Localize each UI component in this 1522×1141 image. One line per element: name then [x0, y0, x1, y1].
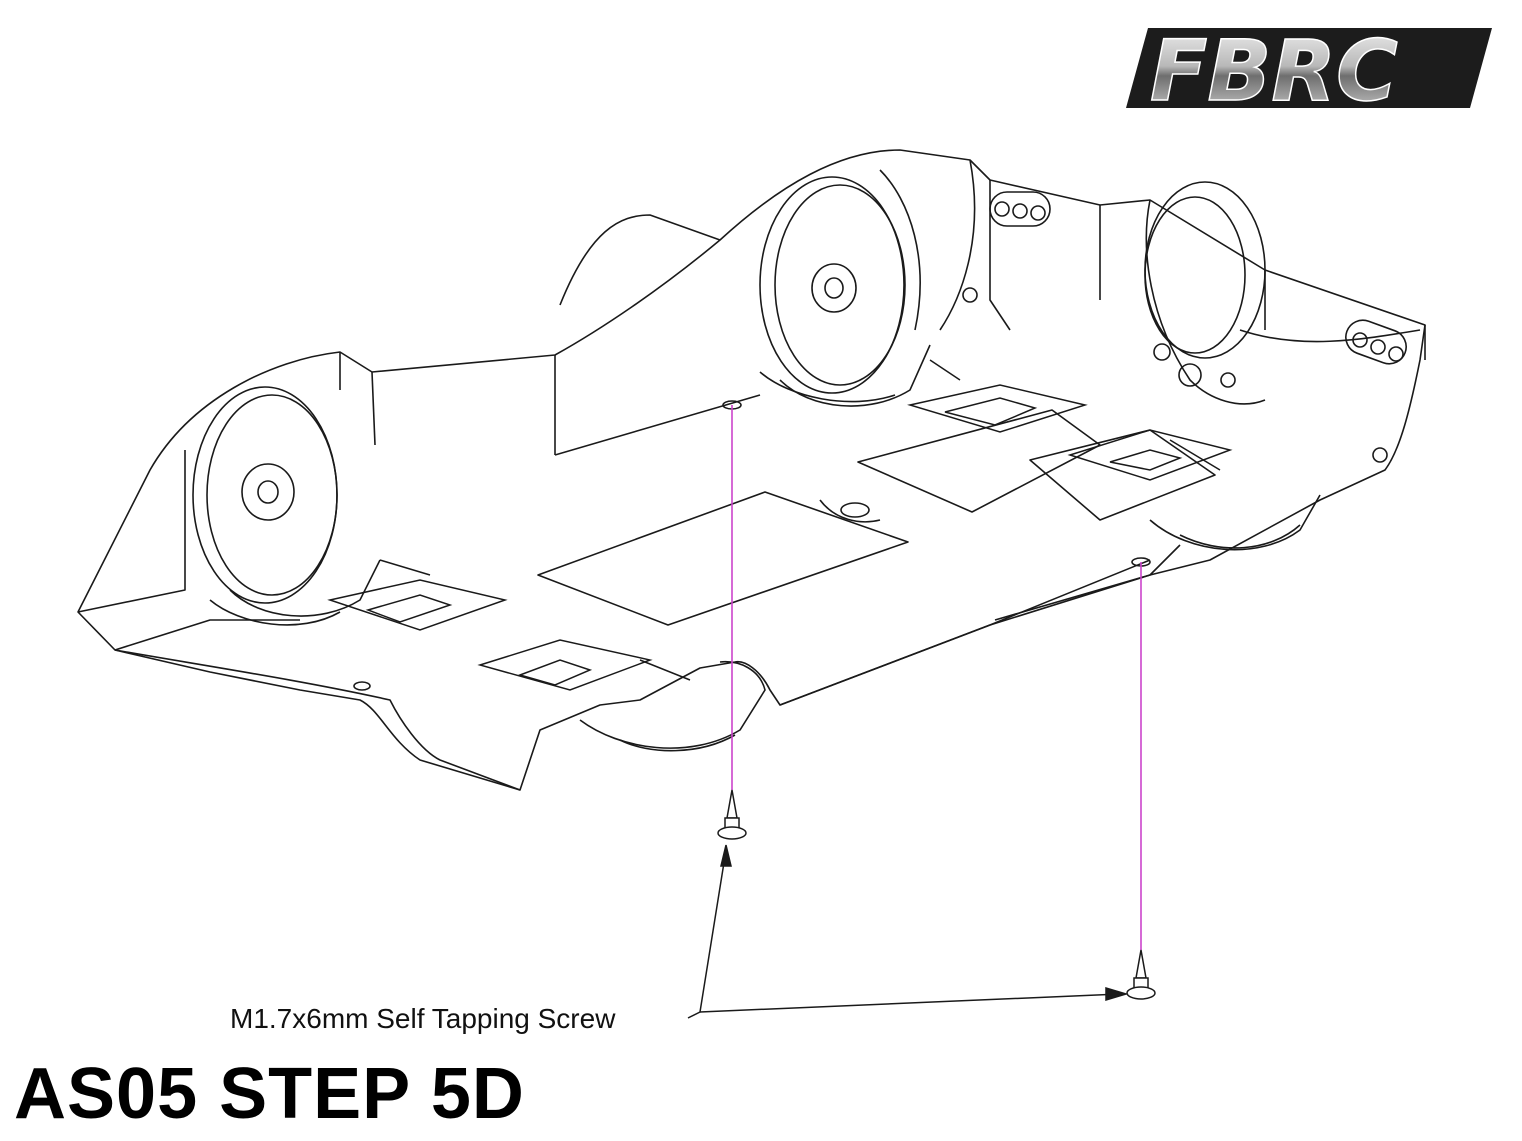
wheel-rear-left [759, 169, 931, 407]
logo-text: FBRC [1150, 22, 1398, 120]
callout-leader [687, 844, 1129, 1019]
guide-lines [731, 405, 1142, 950]
screw-icon [717, 789, 747, 840]
step-title: AS05 STEP 5D [14, 1054, 525, 1134]
screw-icon [1126, 949, 1156, 1000]
wheel-front-right [579, 661, 766, 752]
wheel-rear-right [1149, 494, 1321, 551]
fbrc-logo: FBRC [1126, 21, 1492, 121]
screw-callout-label: M1.7x6mm Self Tapping Screw [230, 1003, 616, 1034]
wheel-front-left [192, 386, 381, 626]
suspension-arms [327, 359, 1233, 691]
chassis-drawing [77, 149, 1426, 791]
